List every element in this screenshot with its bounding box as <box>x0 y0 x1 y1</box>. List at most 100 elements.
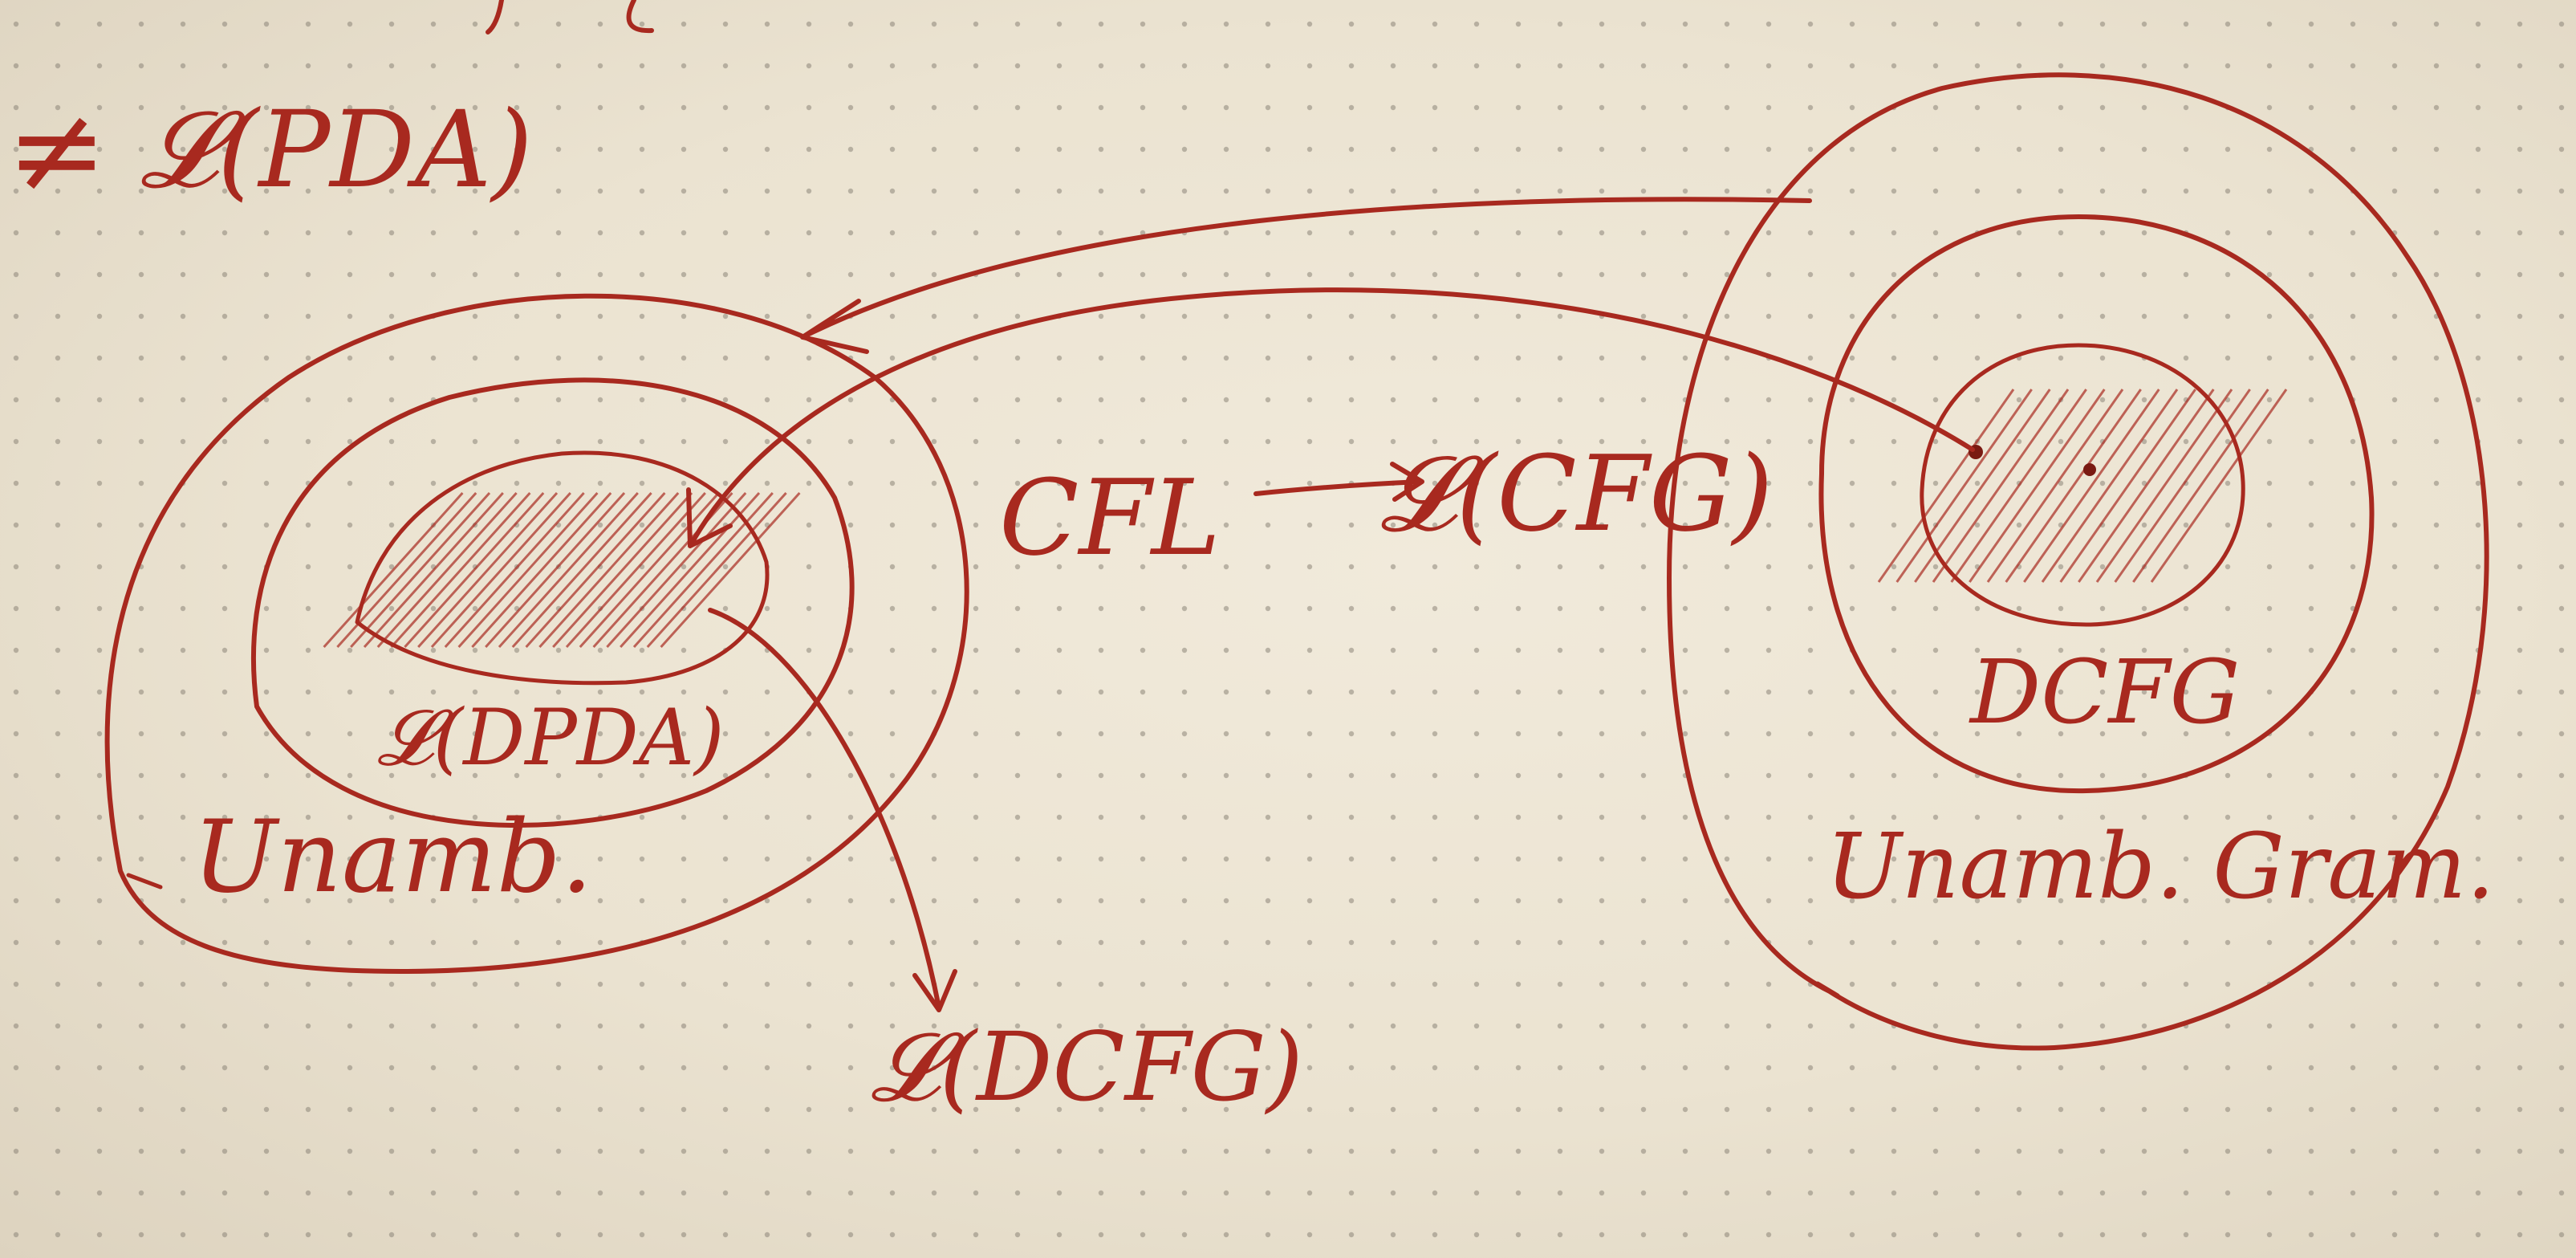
grid-dot <box>2308 981 2314 987</box>
grid-dot <box>1891 438 1897 445</box>
grid-dot <box>1599 1106 1605 1113</box>
grid-dot <box>13 438 19 445</box>
grid-dot <box>13 63 19 69</box>
grid-dot <box>2391 146 2398 153</box>
grid-dot <box>2433 271 2440 278</box>
grid-dot <box>55 313 61 320</box>
grid-dot <box>1473 814 1480 820</box>
grid-dot <box>1473 63 1480 69</box>
grid-dot <box>2016 898 2022 904</box>
grid-dot <box>847 731 854 737</box>
grid-dot <box>305 230 311 236</box>
grid-dot <box>681 188 687 194</box>
grid-dot <box>764 63 770 69</box>
grid-dot <box>55 814 61 820</box>
grid-dot <box>2141 271 2147 278</box>
grid-dot <box>2308 271 2314 278</box>
grid-dot <box>2433 605 2440 612</box>
grid-dot <box>2517 397 2523 403</box>
grid-dot <box>1515 355 1522 361</box>
grid-dot <box>13 1023 19 1029</box>
grid-dot <box>514 939 520 946</box>
grid-dot <box>1181 647 1188 653</box>
grid-dot <box>388 898 395 904</box>
grid-dot <box>1807 271 1814 278</box>
grid-dot <box>2558 63 2565 69</box>
grid-dot <box>472 898 478 904</box>
grid-dot <box>1390 63 1396 69</box>
grid-dot <box>1348 522 1355 528</box>
grid-dot <box>347 104 353 111</box>
grid-dot <box>1473 480 1480 487</box>
grid-dot <box>2225 230 2231 236</box>
grid-dot <box>806 397 812 403</box>
grid-dot <box>305 104 311 111</box>
grid-dot <box>2058 230 2064 236</box>
grid-dot <box>597 522 603 528</box>
grid-dot <box>1265 1232 1271 1238</box>
grid-dot <box>889 355 896 361</box>
grid-dot <box>1181 1023 1188 1029</box>
grid-dot <box>1557 1148 1563 1154</box>
grid-dot <box>2099 313 2106 320</box>
grid-dot <box>2391 188 2398 194</box>
grid-dot <box>1098 1065 1104 1071</box>
grid-dot <box>1014 814 1021 820</box>
grid-dot <box>1223 689 1229 695</box>
grid-dot <box>639 1148 645 1154</box>
grid-dot <box>2183 1148 2189 1154</box>
grid-dot <box>1056 21 1062 27</box>
grid-dot <box>1891 939 1897 946</box>
grid-dot <box>1932 731 1939 737</box>
grid-dot <box>1223 1065 1229 1071</box>
grid-dot <box>2141 731 2147 737</box>
grid-dot <box>1473 689 1480 695</box>
grid-dot <box>1473 1148 1480 1154</box>
grid-dot <box>681 438 687 445</box>
grid-dot <box>1640 1190 1647 1196</box>
grid-dot <box>764 438 770 445</box>
grid-dot <box>555 1065 562 1071</box>
left-label-tick <box>126 873 163 890</box>
grid-dot <box>221 146 228 153</box>
grid-dot <box>1724 1148 1730 1154</box>
grid-dot <box>2350 689 2356 695</box>
grid-dot <box>2350 313 2356 320</box>
grid-dot <box>347 355 353 361</box>
grid-dot <box>13 230 19 236</box>
grid-dot <box>1932 939 1939 946</box>
grid-dot <box>597 981 603 987</box>
grid-dot <box>681 480 687 487</box>
grid-dot <box>1599 898 1605 904</box>
grid-dot <box>1181 605 1188 612</box>
grid-dot <box>2141 981 2147 987</box>
grid-dot <box>180 981 186 987</box>
grid-dot <box>1807 230 1814 236</box>
grid-dot <box>2308 1023 2314 1029</box>
grid-dot <box>13 689 19 695</box>
grid-dot <box>764 981 770 987</box>
grid-dot <box>347 772 353 779</box>
grid-dot <box>1265 146 1271 153</box>
grid-dot <box>1515 564 1522 570</box>
grid-dot <box>555 772 562 779</box>
grid-dot <box>1348 772 1355 779</box>
grid-dot <box>1014 1023 1021 1029</box>
grid-dot <box>1640 1148 1647 1154</box>
grid-dot <box>639 898 645 904</box>
grid-dot <box>1390 605 1396 612</box>
grid-dot <box>1098 63 1104 69</box>
grid-dot <box>847 397 854 403</box>
grid-dot <box>1014 772 1021 779</box>
grid-dot <box>681 1106 687 1113</box>
grid-dot <box>2517 898 2523 904</box>
grid-dot <box>138 1148 144 1154</box>
grid-dot <box>2099 689 2106 695</box>
grid-dot <box>13 605 19 612</box>
grid-dot <box>597 397 603 403</box>
grid-dot <box>1306 230 1313 236</box>
grid-dot <box>806 1023 812 1029</box>
grid-dot <box>305 1023 311 1029</box>
grid-dot <box>138 647 144 653</box>
grid-dot <box>2350 21 2356 27</box>
